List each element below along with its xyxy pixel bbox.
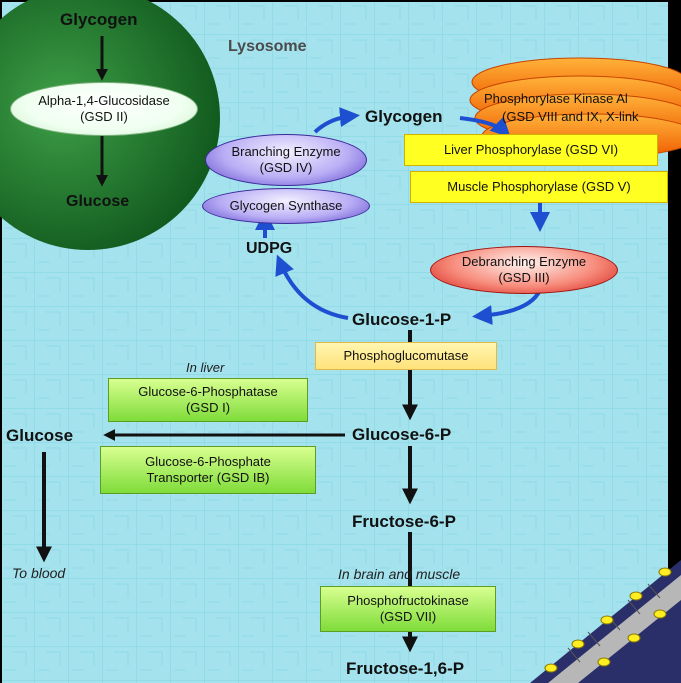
fructose-1-6-p-label: Fructose-1,6-P — [346, 659, 465, 678]
arrow-glycogen-out — [459, 116, 511, 138]
glycogen-synthase-ellipse: Glycogen Synthase — [202, 188, 370, 224]
phosphorylase-kinase-label: Phosphorylase Kinase Al (GSD VIII and IX… — [484, 90, 681, 130]
debranching-enzyme-ellipse: Debranching Enzyme (GSD III) — [430, 246, 618, 294]
glucose-1-p-label: Glucose-1-P — [352, 310, 452, 329]
to-blood-label: To blood — [12, 565, 66, 581]
branching-enzyme-ellipse: Branching Enzyme (GSD IV) — [205, 134, 367, 186]
lysosome-glycogen-label: Glycogen — [60, 10, 138, 29]
arrow-to-g1p — [472, 289, 542, 326]
glucose-6-phosphatase-box: Glucose-6-Phosphatase (GSD I) — [108, 378, 308, 422]
fructose-6-p-label: Fructose-6-P — [352, 512, 456, 531]
cell-membrane-illustration — [530, 560, 681, 683]
phosphorylase-kinase-line2: (GSD VIII and IX, X-link — [502, 108, 639, 124]
in-brain-and-muscle-label: In brain and muscle — [338, 566, 461, 582]
phosphofructokinase-box: Phosphofructokinase (GSD VII) — [320, 586, 496, 632]
cycle-glycogen-label: Glycogen — [365, 107, 443, 126]
glucose-6-p-label: Glucose-6-P — [352, 425, 452, 444]
lysosome-title: Lysosome — [228, 38, 307, 55]
alpha-glucosidase-ellipse: Alpha-1,4-Glucosidase (GSD II) — [10, 82, 198, 136]
arrow-to-udpg — [275, 254, 349, 320]
g6p-transporter-box: Glucose-6-Phosphate Transporter (GSD IB) — [100, 446, 316, 494]
liver-phosphorylase-box: Liver Phosphorylase (GSD VI) — [404, 134, 658, 166]
phosphorylase-kinase-line1: Phosphorylase Kinase Al — [484, 91, 628, 106]
free-glucose-label: Glucose — [6, 426, 74, 445]
arrow-to-glycogen — [313, 107, 360, 134]
phosphorylase-kinase-ellipses — [469, 57, 681, 159]
lysosome-glucose-label: Glucose — [66, 193, 130, 210]
muscle-phosphorylase-box: Muscle Phosphorylase (GSD V) — [410, 171, 668, 203]
in-liver-label: In liver — [186, 360, 225, 375]
phosphoglucomutase-box: Phosphoglucomutase — [315, 342, 497, 370]
udpg-label: UDPG — [246, 240, 293, 257]
